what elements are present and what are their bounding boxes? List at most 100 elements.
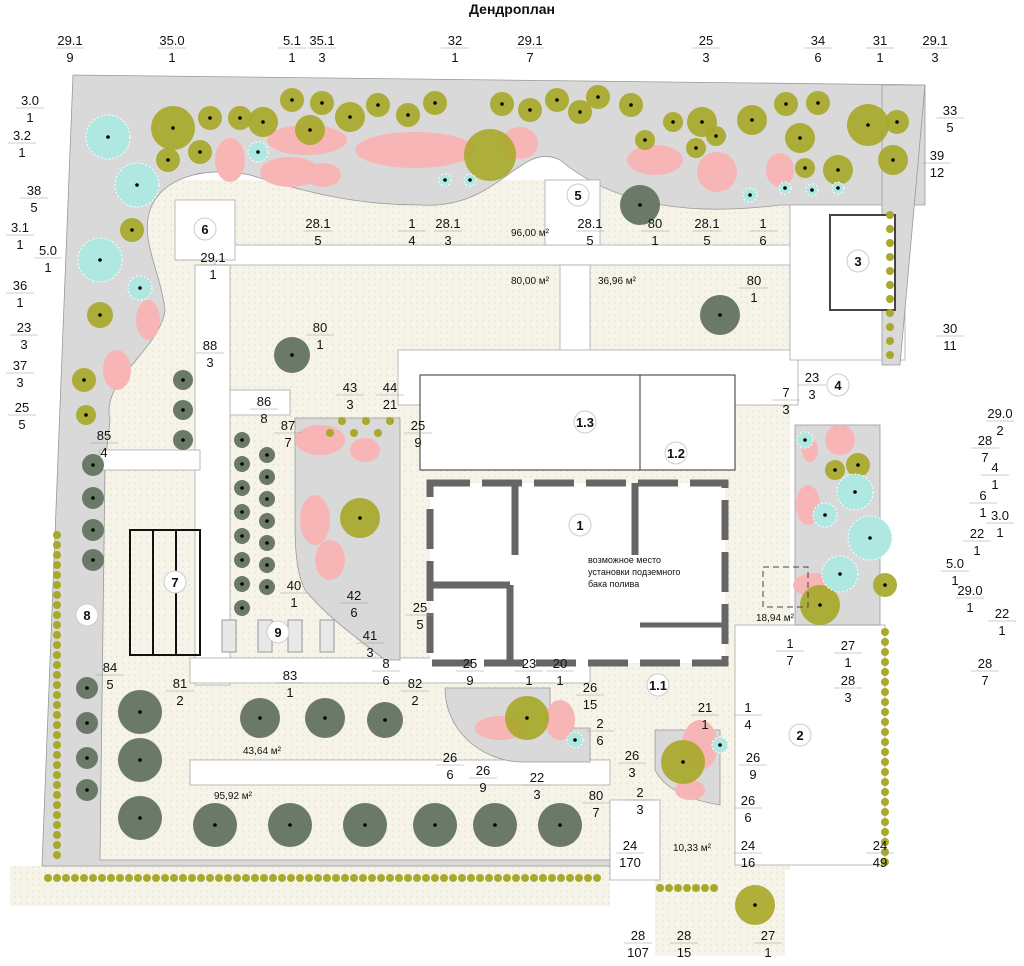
- plant-center-dot: [714, 134, 718, 138]
- plant-center-dot: [810, 188, 814, 192]
- zone-number-1.3: 1.3: [576, 415, 594, 430]
- plant-code-label: 22: [970, 526, 984, 541]
- plant-quantity-label: 7: [526, 50, 533, 65]
- plant-quantity-label: 5: [586, 233, 593, 248]
- plant-code-label: 26: [476, 763, 490, 778]
- hedge-shrub-icon: [886, 225, 894, 233]
- plant-code-label: 3.0: [991, 508, 1009, 523]
- plant-quantity-label: 2: [176, 693, 183, 708]
- hedge-shrub-icon: [881, 638, 889, 646]
- plant-code-label: 5.0: [946, 556, 964, 571]
- irrigation-tank-note-1: возможное место: [588, 555, 661, 565]
- plant-center-dot: [376, 103, 380, 107]
- plant-center-dot: [138, 710, 142, 714]
- plant-code-label: 22: [995, 606, 1009, 621]
- zone-marker-circle: [266, 620, 290, 644]
- plant-center-dot: [240, 582, 244, 586]
- hedge-shrub-icon: [886, 337, 894, 345]
- plant-code-label: 2: [596, 716, 603, 731]
- hedge-shrub-icon: [881, 748, 889, 756]
- plant-center-dot: [433, 823, 437, 827]
- plant-quantity-label: 7: [284, 435, 291, 450]
- hedge-shrub-icon: [881, 848, 889, 856]
- flower-bed-planting: [627, 145, 683, 175]
- plant-code-label: 40: [287, 578, 301, 593]
- area-label: 96,00 м²: [511, 228, 550, 239]
- hedge-shrub-icon: [53, 821, 61, 829]
- plant-center-dot: [84, 413, 88, 417]
- plant-center-dot: [443, 178, 447, 182]
- plant-center-dot: [240, 438, 244, 442]
- plant-quantity-label: 3: [636, 802, 643, 817]
- plant-center-dot: [106, 135, 110, 139]
- plant-center-dot: [265, 585, 269, 589]
- plant-center-dot: [525, 716, 529, 720]
- plant-code-label: 80: [589, 788, 603, 803]
- hedge-shrub-icon: [575, 874, 583, 882]
- hedge-shrub-icon: [107, 874, 115, 882]
- plant-quantity-label: 9: [749, 767, 756, 782]
- plant-center-dot: [694, 146, 698, 150]
- plant-quantity-label: 9: [466, 673, 473, 688]
- plant-code-label: 3.1: [11, 220, 29, 235]
- plant-center-dot: [578, 110, 582, 114]
- hedge-shrub-icon: [413, 874, 421, 882]
- hedge-shrub-icon: [458, 874, 466, 882]
- flower-bed-planting: [300, 495, 330, 545]
- plant-center-dot: [308, 128, 312, 132]
- plant-center-dot: [240, 510, 244, 514]
- plant-center-dot: [750, 118, 754, 122]
- plant-center-dot: [265, 475, 269, 479]
- plant-center-dot: [671, 120, 675, 124]
- plant-center-dot: [265, 563, 269, 567]
- zone-marker-circle: [573, 410, 597, 434]
- hedge-shrub-icon: [886, 267, 894, 275]
- hedge-shrub-icon: [71, 874, 79, 882]
- plant-code-label: 26: [741, 793, 755, 808]
- plant-quantity-label: 3: [366, 645, 373, 660]
- plant-center-dot: [130, 228, 134, 232]
- plant-center-dot: [288, 823, 292, 827]
- plant-center-dot: [783, 186, 787, 190]
- zone-marker-circle: [568, 513, 592, 537]
- hedge-shrub-icon: [53, 671, 61, 679]
- plant-center-dot: [803, 438, 807, 442]
- plant-quantity-label: 3: [206, 355, 213, 370]
- shrub-icon: [464, 129, 516, 181]
- zone-number-6: 6: [201, 222, 208, 237]
- plant-quantity-label: 107: [627, 945, 649, 960]
- plant-quantity-label: 1: [525, 673, 532, 688]
- plant-code-label: 22: [530, 770, 544, 785]
- hedge-shrub-icon: [548, 874, 556, 882]
- hedge-shrub-icon: [881, 678, 889, 686]
- hedge-shrub-icon: [53, 551, 61, 559]
- plant-code-label: 27: [761, 928, 775, 943]
- hedge-shrub-icon: [566, 874, 574, 882]
- hedge-shrub-icon: [326, 429, 334, 437]
- plant-quantity-label: 1: [701, 717, 708, 732]
- plant-quantity-label: 1: [286, 685, 293, 700]
- plant-center-dot: [91, 463, 95, 467]
- flower-bed-planting: [675, 780, 705, 800]
- plant-labels: 29.1935.015.1135.1332129.1725334631129.1…: [11, 33, 1013, 960]
- plant-center-dot: [836, 168, 840, 172]
- plant-center-dot: [138, 758, 142, 762]
- flower-bed-planting: [215, 138, 245, 182]
- hedge-shrub-icon: [53, 581, 61, 589]
- zone-marker-circle: [646, 673, 670, 697]
- hedge-shrub-icon: [53, 571, 61, 579]
- plant-center-dot: [98, 313, 102, 317]
- zone-marker-circle: [846, 249, 870, 273]
- plant-code-label: 43: [343, 380, 357, 395]
- plant-code-label: 25: [15, 400, 29, 415]
- plant-center-dot: [838, 572, 842, 576]
- plant-code-label: 28.1: [577, 216, 602, 231]
- plant-center-dot: [85, 721, 89, 725]
- plant-quantity-label: 7: [592, 805, 599, 820]
- zone-number-7: 7: [171, 575, 178, 590]
- hedge-shrub-icon: [53, 741, 61, 749]
- vegetable-beds-9: [221, 619, 335, 653]
- hedge-shrub-icon: [53, 874, 61, 882]
- plant-center-dot: [891, 158, 895, 162]
